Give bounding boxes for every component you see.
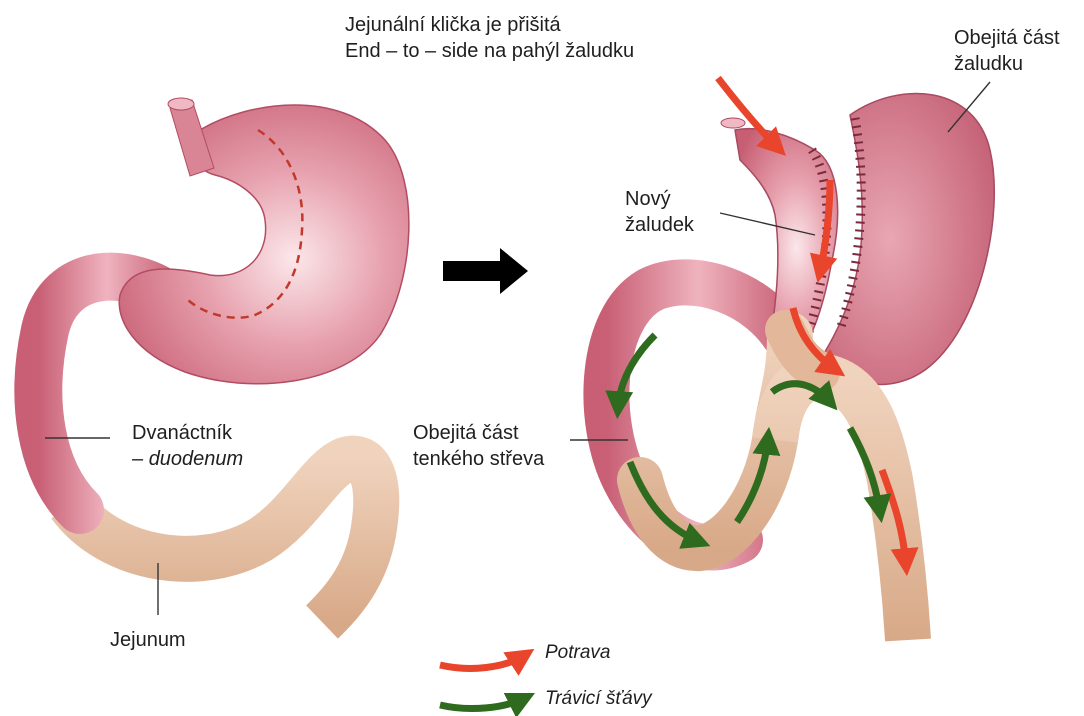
legend-food-label: Potrava [545, 640, 610, 666]
normal-anatomy [38, 98, 409, 622]
new-stomach-line2: žaludek [625, 212, 694, 238]
top-note: Jejunální klička je přišitá End – to – s… [345, 12, 634, 64]
jejunum-loop [70, 459, 376, 622]
new-stomach-label: Nový žaludek [625, 186, 694, 238]
top-note-line2: End – to – side na pahýl žaludku [345, 38, 634, 64]
stomach [119, 105, 409, 384]
duodenum-line1: Dvanáctník [132, 420, 243, 446]
legend-juice-arrow-icon [440, 698, 525, 709]
esophagus-opening-right [721, 118, 745, 128]
bypassed-stomach-label: Obejitá část žaludku [954, 25, 1060, 77]
transition-arrow-icon [443, 248, 528, 294]
bypassed-intestine-line2: tenkého střeva [413, 446, 544, 472]
duodenum-label: Dvanáctník – duodenum [132, 420, 243, 472]
duodenum-line2: – duodenum [132, 446, 243, 472]
bypassed-stomach-line2: žaludku [954, 51, 1060, 77]
esophagus-opening [168, 98, 194, 110]
legend-food-arrow-icon [440, 655, 525, 668]
top-note-line1: Jejunální klička je přišitá [345, 12, 634, 38]
bypassed-stomach-line1: Obejitá část [954, 25, 1060, 51]
common-channel [775, 377, 908, 640]
legend-juice-label: Trávicí šťávy [545, 686, 652, 712]
bypass-anatomy [606, 78, 994, 640]
jejunum-label: Jejunum [110, 627, 186, 653]
bypassed-intestine-label: Obejitá část tenkého střeva [413, 420, 544, 472]
bypassed-intestine-line1: Obejitá část [413, 420, 544, 446]
bypassed-stomach [820, 93, 994, 384]
duodenum-latin: duodenum [149, 448, 244, 470]
duodenum-prefix: – [132, 448, 149, 470]
new-stomach-line1: Nový [625, 186, 694, 212]
